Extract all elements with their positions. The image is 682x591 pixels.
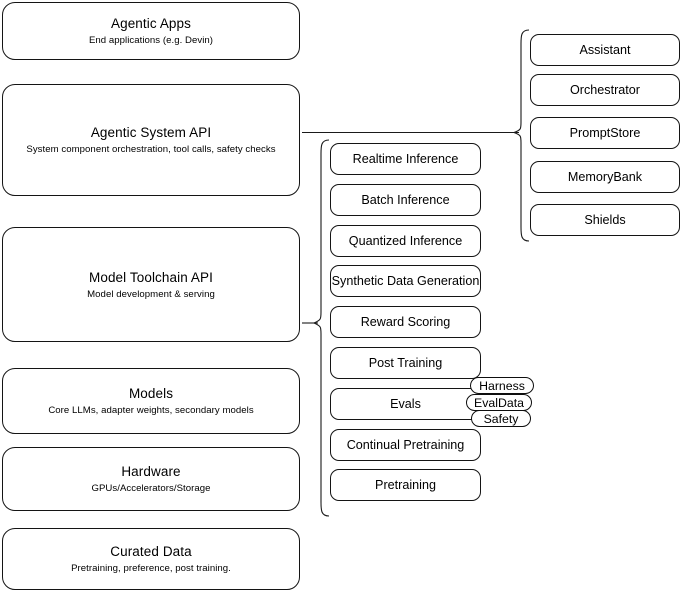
component-label: Orchestrator <box>570 83 640 97</box>
layer-subtitle: Model development & serving <box>87 288 215 300</box>
layer-subtitle: Pretraining, preference, post training. <box>71 563 231 574</box>
component-batch-inference[interactable]: Batch Inference <box>330 184 481 216</box>
component-label: Assistant <box>579 43 631 57</box>
component-label: Pretraining <box>375 478 436 492</box>
component-shields[interactable]: Shields <box>530 204 680 236</box>
layer-agentic-system-api[interactable]: Agentic System API System component orch… <box>2 84 300 196</box>
component-label: Continual Pretraining <box>346 438 465 452</box>
layer-model-toolchain-api[interactable]: Model Toolchain API Model development & … <box>2 227 300 342</box>
layer-title: Agentic System API <box>90 125 212 140</box>
badge-label: EvalData <box>474 395 524 410</box>
component-evals[interactable]: Evals <box>330 388 481 420</box>
component-reward-scoring[interactable]: Reward Scoring <box>330 306 481 338</box>
component-label: MemoryBank <box>567 170 643 184</box>
layer-subtitle: End applications (e.g. Devin) <box>88 35 214 46</box>
layer-hardware[interactable]: Hardware GPUs/Accelerators/Storage <box>2 447 300 511</box>
component-label: Batch Inference <box>361 193 450 207</box>
component-assistant[interactable]: Assistant <box>530 34 680 66</box>
component-label: Reward Scoring <box>360 315 451 329</box>
badge-label: Safety <box>483 411 519 426</box>
layer-title: Curated Data <box>110 544 192 559</box>
layer-title: Models <box>128 386 174 401</box>
evals-badge-harness[interactable]: Harness <box>470 377 534 394</box>
component-continual-pretraining[interactable]: Continual Pretraining <box>330 429 481 461</box>
layer-title: Hardware <box>121 464 181 479</box>
layer-subtitle: System component orchestration, tool cal… <box>26 144 276 155</box>
layer-subtitle: Core LLMs, adapter weights, secondary mo… <box>48 405 254 416</box>
component-post-training[interactable]: Post Training <box>330 347 481 379</box>
layer-subtitle: GPUs/Accelerators/Storage <box>91 483 211 494</box>
component-label: PromptStore <box>569 126 641 140</box>
layer-title: Model Toolchain API <box>89 269 213 285</box>
component-promptstore[interactable]: PromptStore <box>530 117 680 149</box>
evals-badge-safety[interactable]: Safety <box>471 410 531 427</box>
layer-agentic-apps[interactable]: Agentic Apps End applications (e.g. Devi… <box>2 2 300 60</box>
component-realtime-inference[interactable]: Realtime Inference <box>330 143 481 175</box>
component-memorybank[interactable]: MemoryBank <box>530 161 680 193</box>
layer-title: Agentic Apps <box>110 16 191 31</box>
badge-label: Harness <box>479 378 525 393</box>
component-label: Quantized Inference <box>348 234 463 248</box>
component-label: Shields <box>584 213 626 227</box>
layer-models[interactable]: Models Core LLMs, adapter weights, secon… <box>2 368 300 434</box>
component-label: Synthetic Data Generation <box>331 274 480 288</box>
component-pretraining[interactable]: Pretraining <box>330 469 481 501</box>
evals-badge-evaldata[interactable]: EvalData <box>466 394 532 411</box>
component-quantized-inference[interactable]: Quantized Inference <box>330 225 481 257</box>
component-label: Post Training <box>368 356 443 370</box>
middle-brace <box>312 139 330 517</box>
right-brace <box>512 29 530 242</box>
component-synthetic-data-generation[interactable]: Synthetic Data Generation <box>330 265 481 297</box>
component-orchestrator[interactable]: Orchestrator <box>530 74 680 106</box>
component-label: Evals <box>390 397 421 411</box>
component-label: Realtime Inference <box>352 152 459 166</box>
layer-curated-data[interactable]: Curated Data Pretraining, preference, po… <box>2 528 300 590</box>
